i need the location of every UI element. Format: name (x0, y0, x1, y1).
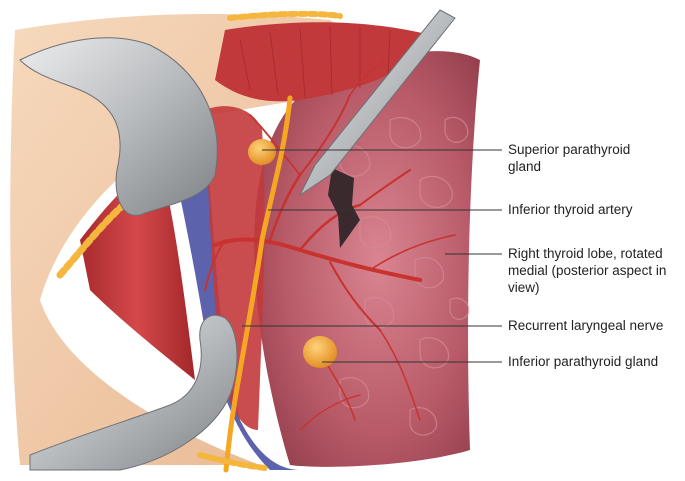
forceps (298, 9, 456, 197)
label-superior-parathyroid-gland: Superior parathyroid gland (508, 142, 631, 174)
leader-lines (242, 149, 502, 363)
strap-muscle-superior (215, 22, 430, 102)
superior-parathyroid-gland (248, 139, 276, 165)
inferior-thyroid-artery (204, 59, 456, 431)
label-recurrent-laryngeal-nerve: Recurrent laryngeal nerve (508, 318, 664, 333)
label-inferior-thyroid-artery: Inferior thyroid artery (508, 202, 633, 217)
label-right-thyroid-lobe: Right thyroid lobe, rotated medial (post… (508, 246, 667, 295)
retractor-lower (29, 314, 238, 471)
jugular-vein (165, 124, 300, 470)
fat-edge-bottom (197, 452, 268, 471)
retractor-upper (19, 37, 218, 216)
label-inferior-parathyroid-gland: Inferior parathyroid gland (508, 354, 659, 369)
recurrent-laryngeal-nerve (223, 95, 293, 473)
fat-edge-right (227, 10, 343, 21)
inferior-parathyroid-gland (303, 336, 337, 368)
dissection-cut (328, 168, 360, 248)
skin-flap (10, 14, 343, 466)
